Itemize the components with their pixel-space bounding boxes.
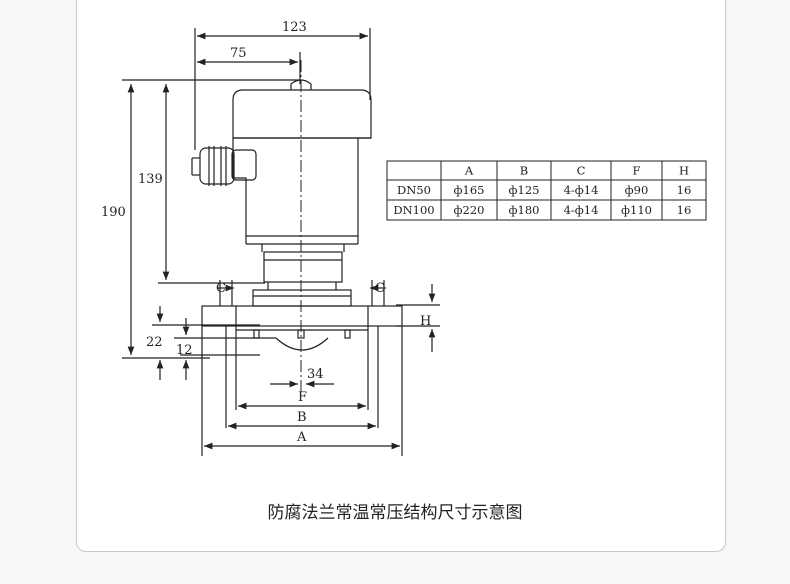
dim-75: 75 [230, 46, 247, 61]
table-cell: ф90 [625, 183, 649, 197]
table-cell: 4-ф14 [564, 203, 599, 217]
table-header-cell: H [679, 164, 689, 178]
table-header-cell: A [464, 164, 474, 178]
dim-c-left: C [216, 281, 226, 296]
table-header-cell: C [577, 164, 586, 178]
table-cell: 16 [677, 203, 692, 217]
dim-139: 139 [138, 172, 163, 187]
dim-34: 34 [307, 367, 324, 382]
table-header-cell: F [633, 164, 641, 178]
dim-f: F [298, 390, 307, 405]
dim-123: 123 [282, 20, 307, 35]
table-cell: ф110 [621, 203, 652, 217]
table-cell: ф165 [454, 183, 485, 197]
table-cell: 4-ф14 [564, 183, 599, 197]
table-cell: ф125 [509, 183, 540, 197]
dim-22: 22 [146, 335, 163, 350]
dim-b: B [297, 410, 307, 425]
table-cell: ф220 [454, 203, 485, 217]
dim-12: 12 [176, 343, 193, 358]
table-header-cell: B [520, 164, 528, 178]
content-card [76, 0, 726, 552]
table-cell: DN100 [393, 203, 434, 217]
diagram-caption: 防腐法兰常温常压结构尺寸示意图 [267, 503, 523, 523]
dim-c-right: C [375, 281, 385, 296]
table-cell: 16 [677, 183, 692, 197]
dim-190: 190 [101, 205, 126, 220]
dim-h: H [420, 314, 431, 329]
dim-a: A [296, 430, 307, 445]
table-cell: ф180 [509, 203, 540, 217]
table-cell: DN50 [397, 183, 431, 197]
